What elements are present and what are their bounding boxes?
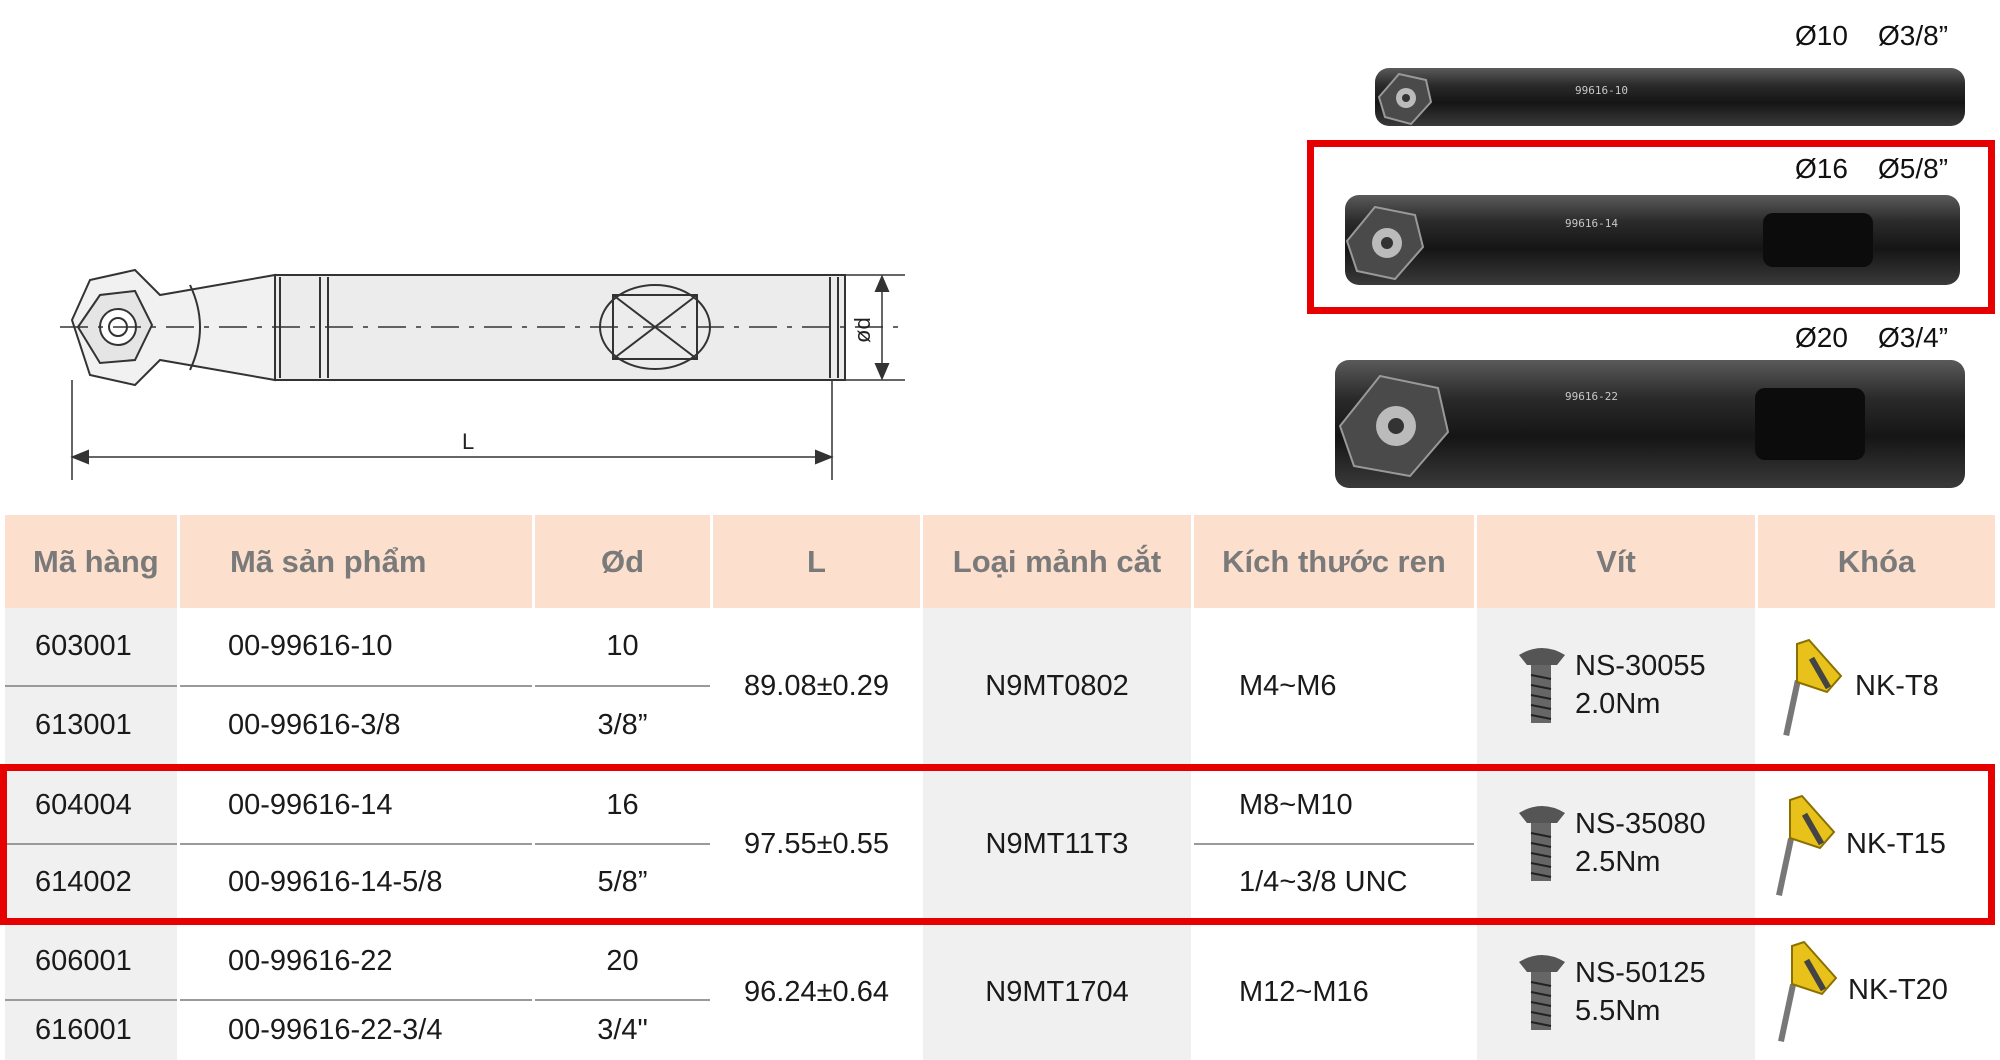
- table-cell-key: NK-T15: [1758, 768, 1995, 920]
- header-insert-type: Loại mảnh cắt: [923, 515, 1191, 608]
- row-divider: [5, 999, 710, 1001]
- table-cell-product-code: 00-99616-22-3/4: [228, 1014, 443, 1046]
- column-separator: [1191, 515, 1194, 1060]
- key-model: NK-T15: [1846, 828, 1946, 860]
- tool-marking: 99616-10: [1575, 84, 1628, 97]
- table-cell-length: 97.55±0.55: [744, 827, 889, 860]
- tool-marking: 99616-22: [1565, 390, 1618, 403]
- tool-photo-small: 99616-10: [1375, 68, 1965, 126]
- table-cell-product-code: 00-99616-14: [228, 789, 393, 821]
- header-product-code: Mã sản phẩm: [180, 515, 532, 608]
- table-cell-product-code: 00-99616-10: [228, 630, 393, 662]
- table-cell-product-code: 00-99616-3/8: [228, 709, 401, 741]
- column-separator: [710, 515, 713, 1060]
- screw-icon: [1519, 648, 1565, 723]
- tool-photo-medium: 99616-14: [1345, 195, 1960, 285]
- header-item-code: Mã hàng: [5, 515, 177, 608]
- table-cell-thread-size: M4~M6: [1239, 669, 1337, 702]
- table-cell-diameter: 16: [606, 789, 639, 821]
- table-cell-length: 96.24±0.64: [744, 975, 889, 1008]
- header-length: L: [713, 515, 920, 608]
- torx-key-icon: [1783, 638, 1843, 736]
- tool-marking: 99616-14: [1565, 217, 1618, 230]
- header-diameter: Ød: [535, 515, 710, 608]
- header-thread-size: Kích thước ren: [1194, 515, 1474, 608]
- screw-icon: [1519, 955, 1565, 1030]
- highlight-frame-table-row: [0, 764, 1995, 925]
- table-cell-length: 89.08±0.29: [744, 669, 889, 702]
- photo-size-metric: Ø20: [1795, 322, 1848, 353]
- highlight-frame-photo: [1307, 140, 1995, 314]
- photo-size-imperial: Ø3/4”: [1878, 322, 1949, 353]
- row-divider: [5, 685, 710, 687]
- wrench-flat: [1763, 213, 1873, 267]
- column-separator: [1755, 515, 1758, 1060]
- table-cell-diameter: 5/8”: [597, 866, 648, 898]
- screw-torque: 2.0Nm: [1575, 688, 1661, 720]
- table-cell-insert-type: N9MT1704: [923, 924, 1191, 1060]
- table-cell-product-code: 00-99616-22: [228, 945, 393, 977]
- table-cell-item-code: 616001: [5, 1001, 177, 1060]
- table-cell-diameter: 3/4": [597, 1014, 648, 1046]
- table-cell-diameter: 3/8”: [597, 709, 648, 741]
- screw-torque: 5.5Nm: [1575, 995, 1661, 1027]
- insert-icon: [1338, 374, 1450, 478]
- wrench-flat: [1755, 388, 1865, 460]
- table-cell-insert-type: N9MT11T3: [923, 768, 1191, 920]
- tool-technical-drawing: L ød: [60, 268, 905, 480]
- header-key: Khóa: [1758, 515, 1995, 608]
- table-cell-insert-type: N9MT0802: [923, 608, 1191, 764]
- row-divider: [5, 843, 710, 845]
- photo-size-imperial: Ø5/8”: [1878, 153, 1949, 184]
- torx-key-icon: [1778, 940, 1838, 1042]
- length-dimension-label: L: [462, 429, 474, 454]
- insert-icon: [1377, 72, 1433, 126]
- table-cell-key: NK-T20: [1758, 924, 1995, 1060]
- table-cell-diameter: 20: [606, 945, 639, 977]
- screw-torque: 2.5Nm: [1575, 846, 1661, 878]
- table-cell-diameter: 10: [606, 630, 639, 662]
- table-cell-item-code: 606001: [5, 924, 177, 999]
- key-model: NK-T8: [1855, 670, 1939, 702]
- screw-model: NS-35080: [1575, 808, 1706, 840]
- table-cell-item-code: 604004: [5, 768, 177, 843]
- tool-photo-large: 99616-22: [1335, 360, 1965, 488]
- photo-size-imperial: Ø3/8”: [1878, 20, 1949, 51]
- photo-size-metric: Ø10: [1795, 20, 1848, 51]
- screw-model: NS-50125: [1575, 957, 1706, 989]
- table-cell-screw: NS-30055 2.0Nm: [1477, 608, 1755, 764]
- key-model: NK-T20: [1848, 974, 1948, 1006]
- table-cell-product-code: 00-99616-14-5/8: [228, 866, 443, 898]
- torx-key-icon: [1776, 794, 1836, 896]
- table-cell-thread-size: M12~M16: [1239, 975, 1369, 1008]
- column-separator: [532, 515, 535, 1060]
- table-cell-screw: NS-35080 2.5Nm: [1477, 768, 1755, 920]
- table-cell-item-code: 613001: [5, 687, 177, 764]
- column-separator: [1474, 515, 1477, 1060]
- table-cell-thread-size: M8~M10: [1239, 789, 1353, 821]
- insert-icon: [1345, 205, 1425, 281]
- table-cell-thread-size: 1/4~3/8 UNC: [1239, 866, 1408, 898]
- column-separator: [177, 515, 180, 1060]
- screw-icon: [1519, 806, 1565, 881]
- diameter-dimension-label: ød: [850, 317, 875, 343]
- header-screw: Vít: [1477, 515, 1755, 608]
- screw-model: NS-30055: [1575, 650, 1706, 682]
- table-cell-screw: NS-50125 5.5Nm: [1477, 924, 1755, 1060]
- table-cell-key: NK-T8: [1758, 608, 1995, 764]
- table-cell-item-code: 614002: [5, 845, 177, 920]
- column-separator: [920, 515, 923, 1060]
- photo-size-metric: Ø16: [1795, 153, 1848, 184]
- table-cell-item-code: 603001: [5, 608, 177, 685]
- row-divider: [1194, 843, 1474, 845]
